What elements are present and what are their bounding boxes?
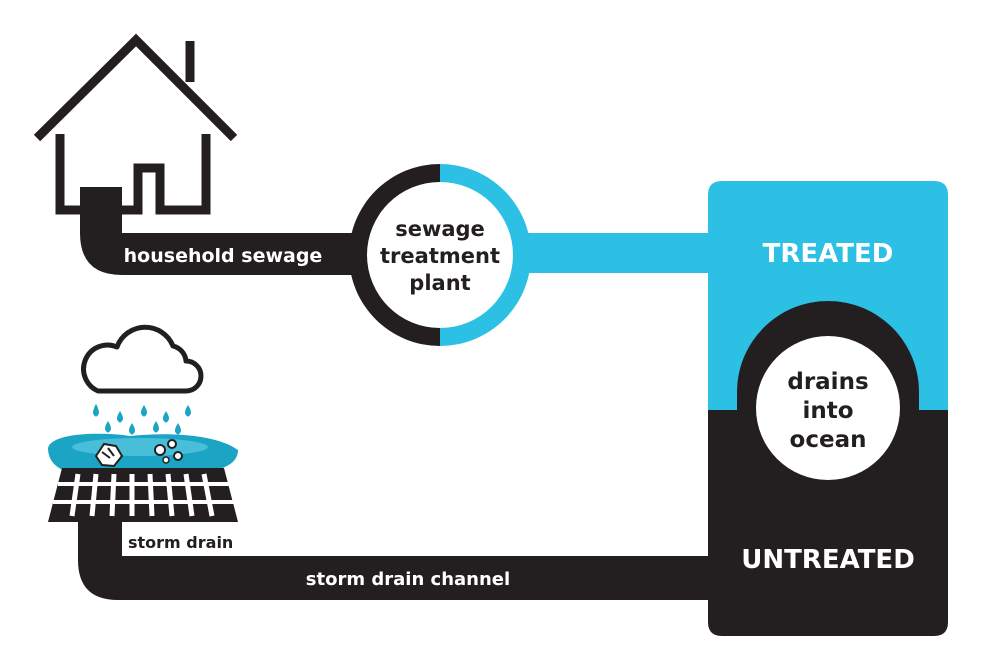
plant-label-line1: sewage [395, 217, 485, 241]
ocean-label-line3: ocean [790, 427, 867, 453]
house-icon [33, 33, 238, 215]
cloud-icon [81, 324, 204, 394]
raindrop-icon [92, 404, 192, 435]
outcome-panel [708, 181, 948, 636]
ocean-label: drains into ocean [787, 369, 868, 453]
storm-drain-channel-pipe [78, 520, 710, 600]
treatment-plant [349, 164, 531, 346]
untreated-panel [708, 410, 948, 636]
plant-label: sewage treatment plant [380, 217, 500, 295]
puddle-icon [48, 433, 238, 474]
debris-icon [94, 439, 183, 468]
plant-label-line3: plant [409, 271, 470, 295]
storm-drain-channel-label: storm drain channel [306, 569, 510, 590]
plant-center [367, 182, 513, 328]
ocean-label-line2: into [802, 398, 853, 424]
household-sewage-label: household sewage [124, 245, 323, 267]
storm-drain-label: storm drain [128, 533, 233, 552]
storm-grate-icon [48, 468, 238, 522]
ocean-label-line1: drains [787, 369, 868, 395]
treated-label: TREATED [763, 239, 894, 269]
plant-label-line2: treatment [380, 244, 500, 268]
untreated-label: UNTREATED [741, 545, 915, 575]
ocean-circle [756, 336, 900, 480]
